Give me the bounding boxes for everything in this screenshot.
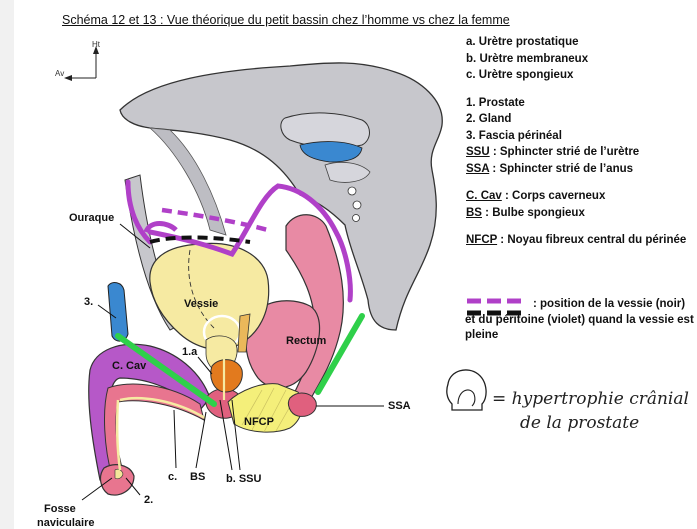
dash-legend: : position de la vessie (noir) et du pér… [465,297,695,357]
legend-c-cav: C. Cav : Corps caverneux [466,188,691,205]
legend-c: c. Urètre spongieux [466,67,691,84]
legend-nfcp: NFCP : Noyau fibreux central du périnée [466,232,691,249]
legend-ssa: SSA : Sphincter strié de l’anus [466,161,691,178]
dash-legend-text: : position de la vessie (noir) et du pér… [465,297,695,344]
up-label: Ht [92,40,101,49]
prostate [211,360,243,392]
label-3: 3. [84,296,93,308]
handwritten-line2: de la prostate [520,413,639,433]
spongy-urethra-distal [117,400,120,470]
legend-a: a. Urètre prostatique [466,34,691,51]
pubic-symphysis [108,283,128,342]
label-vessie: Vessie [184,298,218,310]
label-ouraque: Ouraque [69,212,114,224]
label-c-cav: C. Cav [112,360,147,372]
label-ssa: SSA [388,400,411,412]
label-bs: BS [190,471,205,483]
forward-label: Av [55,69,64,78]
label-1a: 1.a [182,346,198,358]
label-rectum: Rectum [286,335,327,347]
label-naviculaire: naviculaire [37,517,94,529]
label-b-ssu: b. SSU [226,473,262,485]
legend: a. Urètre prostatique b. Urètre membrane… [466,34,691,249]
orientation-indicator: Ht Av [55,40,101,81]
ssa-muscle [288,393,316,416]
label-nfcp: NFCP [244,416,274,428]
bladder [150,243,269,349]
label-fosse: Fosse [44,503,76,515]
handwritten-note: = hypertrophie crânial de la prostate [447,370,689,433]
legend-1: 1. Prostate [466,95,691,112]
legend-3: 3. Fascia périnéal [466,128,691,145]
label-c: c. [168,471,177,483]
legend-ssu: SSU : Sphincter strié de l’urètre [466,144,691,161]
legend-2: 2. Gland [466,111,691,128]
handwritten-line1: = hypertrophie crânial [492,389,689,409]
label-2: 2. [144,494,153,506]
legend-bs: BS : Bulbe spongieux [466,205,691,222]
legend-b: b. Urètre membraneux [466,51,691,68]
